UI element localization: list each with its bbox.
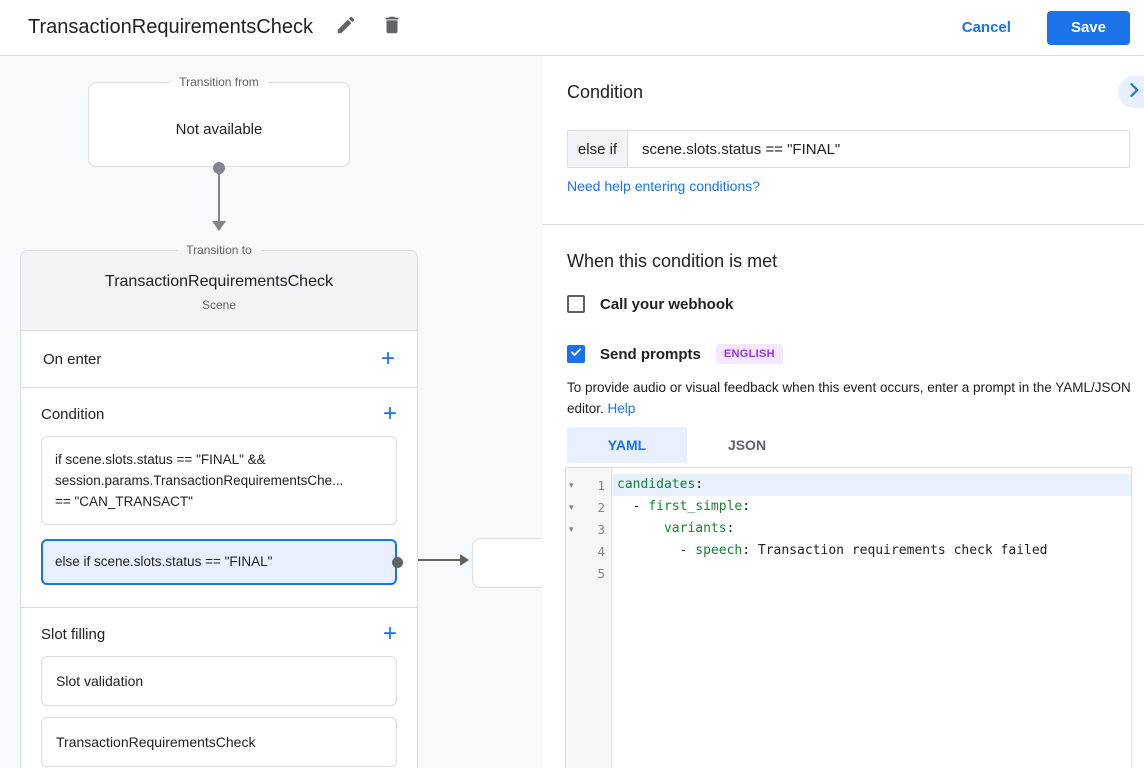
add-slot-button[interactable]: +: [382, 620, 397, 647]
checkmark-icon: [569, 345, 583, 364]
editor-code-area[interactable]: candidates: - first_simple: variants: - …: [612, 468, 1131, 768]
fold-arrow-icon[interactable]: ▾: [569, 523, 574, 534]
condition-box-if[interactable]: if scene.slots.status == "FINAL" && sess…: [41, 436, 397, 525]
transition-from-legend: Transition from: [170, 75, 268, 89]
tab-yaml[interactable]: YAML: [567, 427, 687, 463]
prompts-description: To provide audio or visual feedback when…: [567, 377, 1139, 419]
transition-to-legend: Transition to: [177, 243, 261, 257]
language-badge: ENGLISH: [715, 344, 783, 364]
conditions-help-link[interactable]: Need help entering conditions?: [567, 178, 761, 194]
editor-gutter: ▾ 1 ▾ 2 ▾ 3 4 5: [566, 468, 612, 768]
on-enter-label: On enter: [43, 350, 102, 368]
scene-card-header: Transition to TransactionRequirementsChe…: [21, 243, 417, 331]
line-number: 3: [597, 521, 605, 537]
line-number: 5: [597, 565, 605, 581]
yaml-code-editor: ▾ 1 ▾ 2 ▾ 3 4 5 candidates: - first_simple:…: [565, 467, 1132, 768]
send-prompts-checkbox[interactable]: [567, 345, 585, 363]
flow-arrowhead-down-icon: [212, 221, 226, 231]
transition-from-value: Not available: [175, 121, 263, 138]
code-line[interactable]: - first_simple:: [617, 499, 751, 514]
add-condition-button[interactable]: +: [382, 400, 397, 427]
fold-arrow-icon[interactable]: ▾: [569, 479, 574, 490]
condition-line: if scene.slots.status == "FINAL" &&: [55, 452, 266, 467]
webhook-label: Call your webhook: [600, 295, 734, 313]
flow-connector-line: [218, 168, 220, 223]
code-line[interactable]: [612, 562, 1131, 584]
send-prompts-label: Send prompts: [600, 345, 701, 363]
prompts-help-link[interactable]: Help: [607, 401, 636, 416]
save-button[interactable]: Save: [1046, 10, 1130, 45]
prompts-description-text: To provide audio or visual feedback when…: [567, 380, 1131, 416]
condition-section-label: Condition: [41, 405, 105, 423]
slot-transaction-box[interactable]: TransactionRequirementsCheck: [41, 717, 397, 767]
transition-target-box[interactable]: [472, 538, 542, 588]
condition-prefix-label: else if: [568, 131, 628, 167]
condition-line: else if scene.slots.status == "FINAL": [55, 554, 273, 569]
panel-divider: [542, 224, 1144, 225]
edge-connector-dot: [392, 557, 403, 568]
collapse-panel-button[interactable]: [1118, 76, 1144, 108]
slot-filling-section: Slot filling + Slot validation Transacti…: [21, 608, 417, 768]
code-line[interactable]: variants:: [663, 521, 735, 536]
condition-line: session.params.TransactionRequirementsCh…: [55, 473, 344, 488]
condition-input-group: else if: [567, 130, 1130, 168]
scene-flow-canvas: Transition from Not available Transition…: [0, 56, 542, 768]
line-number: 2: [597, 499, 605, 515]
editor-format-tabs: YAML JSON: [567, 427, 807, 463]
fold-arrow-icon[interactable]: ▾: [569, 501, 574, 512]
condition-arrowhead-right-icon: [460, 554, 469, 566]
scene-type-label: Scene: [201, 298, 237, 312]
line-number: 4: [597, 543, 605, 559]
on-enter-row[interactable]: On enter +: [21, 331, 417, 388]
edit-button[interactable]: [333, 15, 359, 41]
scene-name: TransactionRequirementsCheck: [105, 273, 333, 290]
add-on-enter-button[interactable]: +: [380, 345, 395, 372]
delete-button[interactable]: [379, 15, 405, 41]
cancel-button[interactable]: Cancel: [961, 19, 1011, 36]
webhook-checkbox[interactable]: [567, 295, 585, 313]
condition-box-elseif-selected[interactable]: else if scene.slots.status == "FINAL": [41, 539, 403, 585]
transition-from-box: Transition from Not available: [88, 75, 350, 167]
condition-line: == "CAN_TRANSACT": [55, 494, 193, 509]
send-prompts-row[interactable]: Send prompts ENGLISH: [567, 344, 783, 364]
panel-title: Condition: [567, 82, 644, 102]
code-line[interactable]: - speech: Transaction requirements check…: [617, 543, 1048, 558]
condition-expression-input[interactable]: [628, 131, 1129, 167]
top-bar: TransactionRequirementsCheck Cancel Save: [0, 0, 1144, 56]
call-webhook-row[interactable]: Call your webhook: [567, 295, 733, 313]
line-number: 1: [597, 477, 605, 493]
condition-section: Condition + if scene.slots.status == "FI…: [21, 388, 417, 608]
page-title: TransactionRequirementsCheck: [28, 16, 313, 38]
trash-icon: [381, 14, 403, 41]
pencil-icon: [335, 14, 357, 41]
when-met-title: When this condition is met: [567, 251, 778, 271]
slot-filling-label: Slot filling: [41, 625, 106, 643]
condition-connector-line: [405, 559, 462, 561]
scene-card: Transition to TransactionRequirementsChe…: [20, 243, 418, 768]
slot-validation-box[interactable]: Slot validation: [41, 656, 397, 706]
tab-json[interactable]: JSON: [727, 437, 767, 453]
condition-editor-panel: Condition else if Need help entering con…: [542, 56, 1144, 768]
code-line[interactable]: candidates:: [612, 474, 1131, 496]
chevron-right-icon: [1124, 80, 1144, 105]
